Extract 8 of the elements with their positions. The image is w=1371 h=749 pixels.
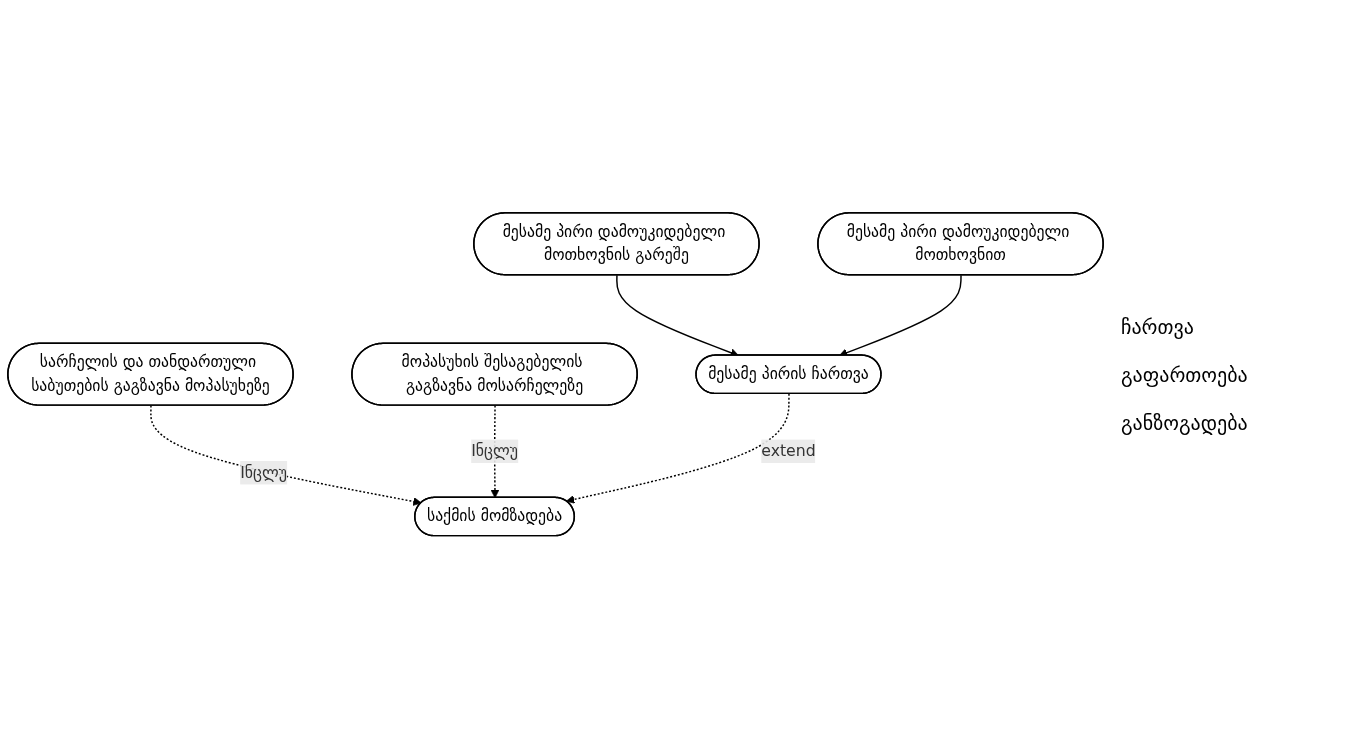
edge-label: Iნცლუ — [471, 441, 518, 461]
arrow — [566, 393, 790, 504]
annotation-text: ჩართვა — [1121, 314, 1195, 339]
annotation-text: გაფართოება — [1121, 362, 1249, 387]
edge-label: extend — [761, 441, 816, 461]
edge-label: Iნცლუ — [240, 463, 287, 482]
annotation-text: განზოგადება — [1121, 410, 1249, 435]
arrow — [150, 405, 422, 507]
